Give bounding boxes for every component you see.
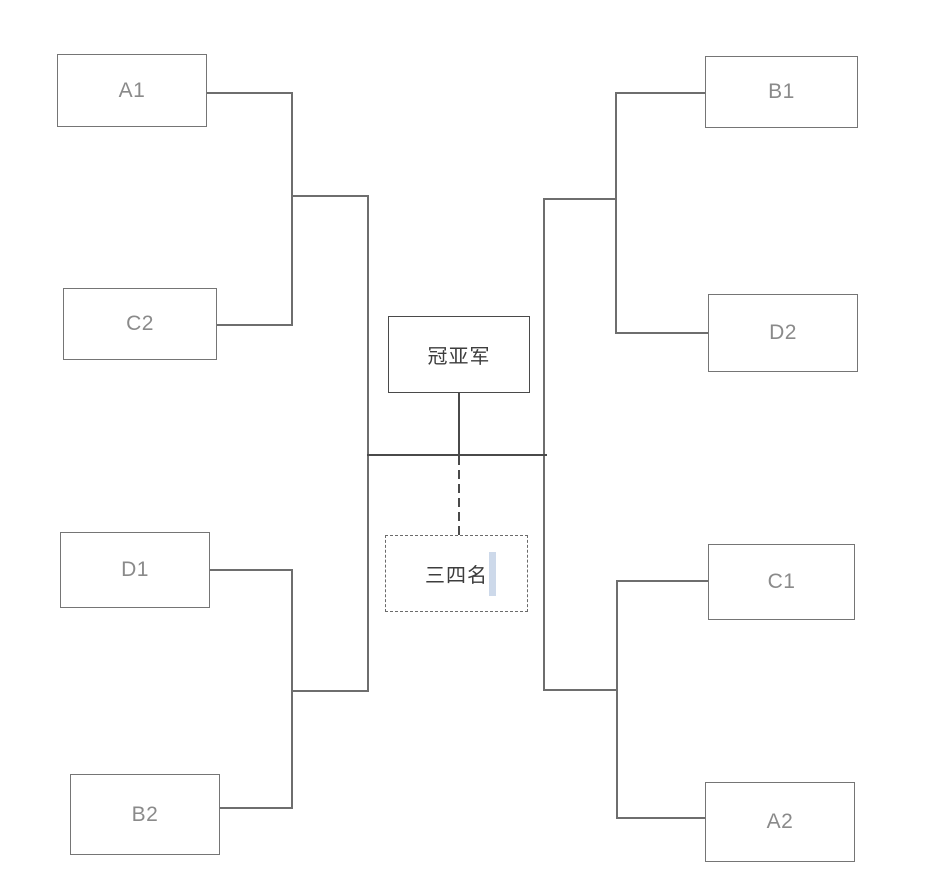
- connector-left-upper-pair: [206, 92, 293, 326]
- bracket-node-final-champion[interactable]: 冠亚军: [388, 316, 530, 393]
- bracket-node-third-place[interactable]: 三四名: [385, 535, 528, 612]
- bracket-node-c1[interactable]: C1: [708, 544, 855, 620]
- bracket-node-b1[interactable]: B1: [705, 56, 858, 128]
- bracket-node-d1[interactable]: D1: [60, 532, 210, 608]
- connector-left-lower-pair: [209, 569, 293, 809]
- bracket-node-b2[interactable]: B2: [70, 774, 220, 855]
- bracket-node-a2[interactable]: A2: [705, 782, 855, 862]
- bracket-node-d2[interactable]: D2: [708, 294, 858, 372]
- bracket-node-c2[interactable]: C2: [63, 288, 217, 360]
- connector-right-upper-pair: [615, 92, 709, 334]
- bracket-node-a1[interactable]: A1: [57, 54, 207, 127]
- connector-right-lower-pair: [616, 580, 709, 819]
